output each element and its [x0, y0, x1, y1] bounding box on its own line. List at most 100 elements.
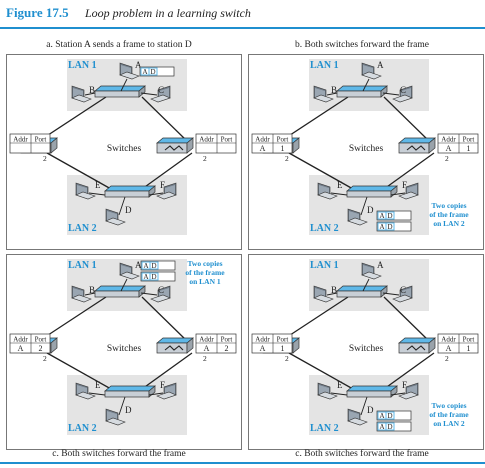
switch-top: [94, 85, 146, 92]
station-f-icon: [398, 382, 419, 400]
link-line: [330, 392, 348, 396]
right-switch-port2: 2: [445, 354, 449, 363]
switch-symbol: [406, 345, 426, 351]
station-c-icon: [150, 285, 171, 303]
station-b-icon: [71, 85, 92, 103]
station-b-label: B: [89, 285, 95, 295]
switch-top: [346, 385, 398, 392]
link-line: [288, 152, 354, 190]
switch-top: [336, 85, 388, 92]
station-c-icon: [392, 85, 413, 103]
frame-note-line: of the frame: [429, 210, 469, 219]
switch-side: [186, 137, 194, 154]
table-port-header: Port: [463, 136, 475, 144]
table-port-header: Port: [35, 136, 47, 144]
link-line: [326, 292, 338, 296]
frame-src: A: [379, 423, 384, 431]
lan2-area: [67, 375, 187, 435]
station-a-label: A: [377, 260, 384, 270]
frame-src: A: [379, 223, 384, 231]
station-b-icon: [313, 285, 334, 303]
lan1-switch: [336, 85, 388, 98]
frame-note-line: on LAN 2: [433, 419, 465, 428]
table-addr-header: Addr: [13, 136, 28, 144]
right-switch: [156, 337, 194, 354]
laptop-keyboard: [105, 417, 126, 426]
link-line: [140, 292, 158, 296]
frame-src: A: [379, 212, 384, 220]
switch-front: [336, 290, 382, 298]
table-port-header: Port: [221, 336, 233, 344]
lan2-switch: [104, 185, 156, 198]
lan2-switch: [346, 385, 398, 398]
frame-note-line: Two copies: [187, 259, 222, 268]
switch-symbol: [164, 345, 184, 351]
table-addr-value: A: [260, 344, 266, 353]
frame-note-line: Two copies: [431, 201, 466, 210]
station-a-icon: [119, 262, 140, 280]
figure-label: Figure 17.5: [6, 5, 69, 20]
switch-symbol: [406, 145, 426, 151]
lan2-label: LAN 2: [68, 423, 97, 434]
lan1-switch: [336, 285, 388, 298]
table-addr-header: Addr: [199, 336, 214, 344]
link-line: [141, 96, 188, 142]
caption-a: a. Station A sends a frame to station D: [46, 40, 192, 50]
right-switch: [398, 337, 436, 354]
figure-header: Figure 17.5 Loop problem in a learning s…: [0, 0, 485, 31]
table-addr-header: Addr: [255, 336, 270, 344]
station-a-label: A: [377, 60, 384, 70]
switch-side: [50, 137, 58, 154]
station-f-label: F: [160, 380, 165, 390]
link-line: [383, 352, 435, 390]
laptop-keyboard: [398, 191, 419, 200]
table-port-value: 1: [467, 344, 471, 353]
right-switch-port2: 2: [203, 154, 207, 163]
left-switch-port2: 2: [285, 354, 289, 363]
switch-side: [428, 137, 436, 154]
table-port-header: Port: [277, 336, 289, 344]
laptop-keyboard: [398, 391, 419, 400]
station-e-label: E: [95, 380, 101, 390]
link-line: [88, 192, 106, 196]
station-b-label: B: [331, 285, 337, 295]
switch-top: [104, 385, 156, 392]
link-line: [390, 192, 406, 196]
switch-front: [346, 390, 392, 398]
lan1-label: LAN 1: [68, 260, 97, 271]
station-c-label: C: [400, 285, 406, 295]
header-rule: [0, 27, 485, 29]
link-line: [383, 96, 430, 142]
lan2-label: LAN 2: [68, 223, 97, 234]
station-b-label: B: [89, 85, 95, 95]
link-line: [120, 278, 128, 292]
table-port-value: 2: [39, 344, 43, 353]
station-f-label: F: [402, 380, 407, 390]
link-line: [140, 92, 158, 96]
left-forwarding-table: Addr Port: [9, 133, 51, 154]
frame-dst: D: [151, 273, 156, 281]
frame-note-line: Two copies: [431, 401, 466, 410]
switch-side: [380, 85, 388, 98]
laptop-keyboard: [75, 191, 96, 200]
laptop-keyboard: [119, 271, 140, 280]
table-addr-header: Addr: [255, 136, 270, 144]
table-frame: [251, 333, 293, 354]
switch-top: [346, 185, 398, 192]
link-line: [330, 192, 348, 196]
table-addr-header: Addr: [441, 136, 456, 144]
frame-src-cell: [385, 222, 395, 231]
table-frame: [437, 333, 479, 354]
left-switch-port2: 2: [43, 154, 47, 163]
table-port-header: Port: [463, 336, 475, 344]
switch-front: [94, 290, 140, 298]
